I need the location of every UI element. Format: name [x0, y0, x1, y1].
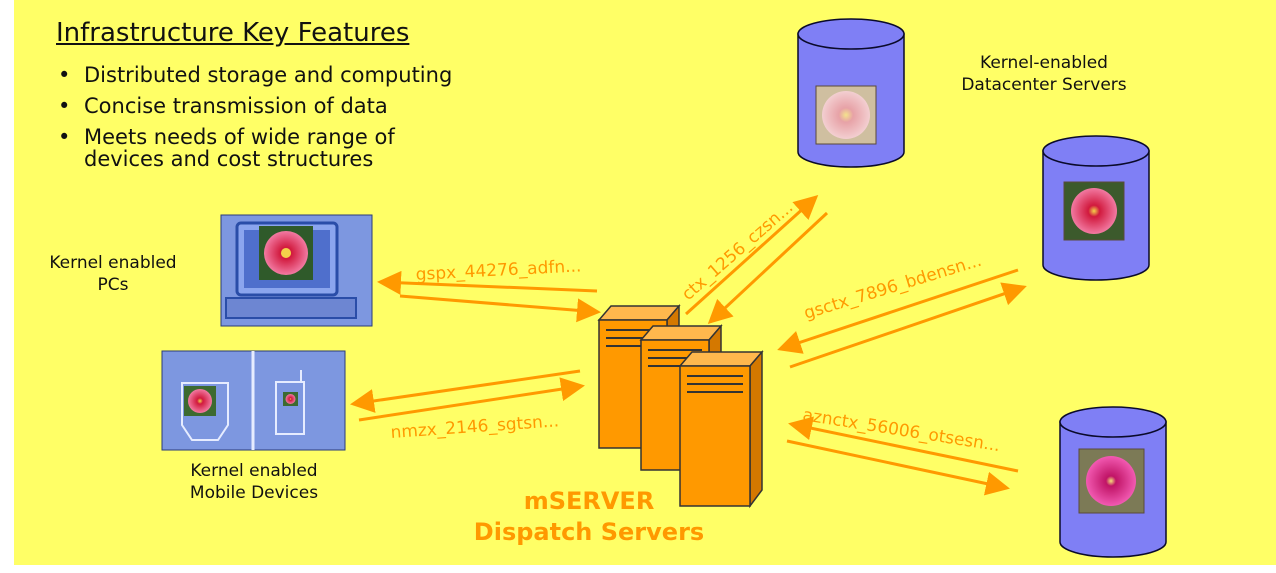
message-mobile: nmzx_2146_sgtsn... [390, 411, 560, 443]
message-db-top: ctx_1256_czsn... [678, 198, 797, 305]
message-db-bottom: aznctx_56006_otsesn... [801, 405, 1001, 456]
diagram-slide: gspx_44276_adfn... nmzx_2146_sgtsn... ct… [14, 0, 1276, 565]
flower-photo-icon [283, 392, 298, 406]
server-tower-icon [678, 349, 764, 509]
flower-photo-icon [184, 386, 216, 416]
arrow-dbtop-down [707, 211, 829, 325]
arrow-mobile-out [358, 377, 585, 422]
mobile-label-line1: Kernel enabled [190, 461, 318, 481]
pcs-label-line2: PCs [97, 275, 129, 295]
dispatch-servers-label: mSERVER Dispatch Servers [439, 486, 739, 548]
dispatch-servers-label-line2: Dispatch Servers [473, 518, 705, 546]
database-cylinder-icon [1059, 406, 1167, 558]
diagram-artwork: gspx_44276_adfn... nmzx_2146_sgtsn... ct… [161, 18, 1167, 558]
arrow-pc-out [399, 294, 601, 323]
mobile-label: Kernel enabled Mobile Devices [174, 460, 334, 504]
feature-item: Concise transmission of data [54, 91, 452, 122]
feature-list: Distributed storage and computing Concis… [54, 60, 452, 153]
datacenter-label: Kernel-enabled Datacenter Servers [954, 52, 1134, 96]
database-cylinder-icon [1042, 135, 1150, 281]
pc-device-panel [220, 214, 373, 327]
flower-photo-icon [259, 226, 313, 280]
page-title: Infrastructure Key Features [56, 18, 410, 48]
database-cylinder-icon [797, 18, 905, 168]
arrow-pc-in [377, 270, 598, 295]
connection-arrows [350, 194, 1027, 496]
datacenter-label-line2: Datacenter Servers [961, 75, 1127, 95]
arrow-dbbot-in [788, 416, 1019, 473]
dispatch-servers-label-line1: mSERVER [523, 487, 655, 515]
pcs-label-line1: Kernel enabled [49, 253, 177, 273]
mobile-device-panel [161, 350, 346, 451]
pcs-label: Kernel enabled PCs [38, 252, 188, 296]
datacenter-label-line1: Kernel-enabled [980, 53, 1108, 73]
arrow-mobile-in [350, 369, 581, 413]
arrow-dbmid-in [777, 268, 1019, 354]
arrow-dbmid-out [789, 282, 1027, 369]
arrow-dbtop-up [684, 194, 819, 316]
feature-item-continuation: devices and cost structures [84, 147, 374, 171]
feature-item: Distributed storage and computing [54, 60, 452, 91]
feature-item: Meets needs of wide range of [54, 122, 452, 153]
arrow-dbbot-out [786, 439, 1010, 496]
mobile-label-line2: Mobile Devices [189, 483, 319, 503]
message-pc: gspx_44276_adfn... [415, 256, 582, 285]
